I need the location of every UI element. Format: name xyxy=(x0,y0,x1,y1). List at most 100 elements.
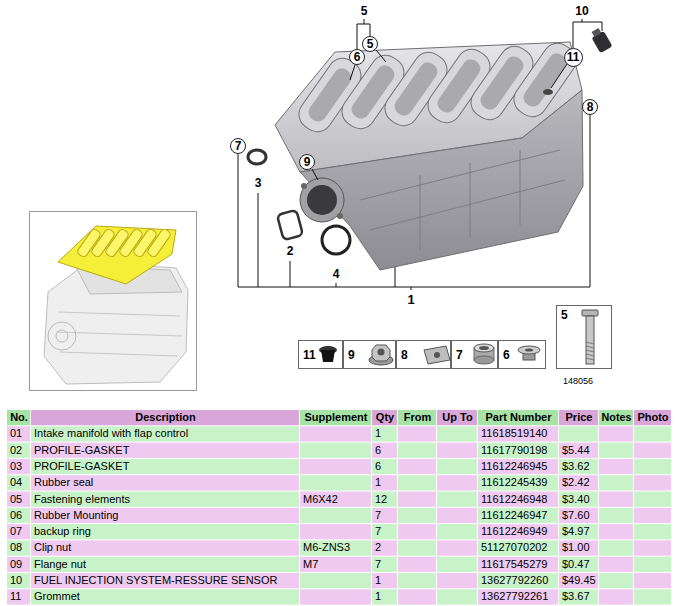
table-text: 11612246948 xyxy=(481,493,547,505)
table-cell-background xyxy=(7,589,30,604)
table-cell-background xyxy=(559,459,598,474)
table-cell: 11617790198 xyxy=(479,443,558,458)
leader-line xyxy=(350,65,355,80)
table-text: 11612246947 xyxy=(481,509,547,521)
table-text: Fastening elements xyxy=(34,493,130,505)
table-cell-background xyxy=(599,475,633,490)
table-cell-background xyxy=(31,508,299,523)
engine-thumbnail xyxy=(30,212,197,391)
table-cell-background xyxy=(559,557,598,572)
table-text: Notes xyxy=(602,411,632,423)
table-cell: PROFILE-GASKET xyxy=(32,443,299,458)
table-cell-background xyxy=(599,589,633,604)
table-cell-background xyxy=(599,557,633,572)
table-text: Clip nut xyxy=(34,541,71,553)
callout-number: 5 xyxy=(361,4,368,18)
table-text: $3.67 xyxy=(562,590,590,602)
table-cell-background xyxy=(599,410,633,425)
table-cell: $5.44 xyxy=(560,443,598,458)
table-cell-background xyxy=(7,540,30,555)
table-text: Description xyxy=(135,411,196,423)
table-cell: Grommet xyxy=(32,589,299,604)
table-cell: 13627792261 xyxy=(479,589,558,604)
table-cell-background xyxy=(559,508,598,523)
loose-parts xyxy=(248,150,350,254)
table-cell-background xyxy=(478,443,558,458)
table-cell: M6-ZNS3 xyxy=(301,540,371,555)
table-cell-background xyxy=(31,524,299,539)
table-cell: 12 xyxy=(373,492,397,507)
table-cell-background xyxy=(398,508,436,523)
callout-circle: 5 xyxy=(362,36,378,52)
table-text: M6-ZNS3 xyxy=(303,541,350,553)
table-cell-background xyxy=(634,557,671,572)
table-cell-background xyxy=(478,410,558,425)
table-cell: 06 xyxy=(8,508,30,523)
table-text: 03 xyxy=(10,460,22,472)
table-text: 12 xyxy=(375,493,387,505)
callout-number: 3 xyxy=(255,176,262,190)
table-text: 1 xyxy=(375,574,381,586)
leader-line xyxy=(411,287,412,290)
table-cell-background xyxy=(437,426,477,441)
leader-line xyxy=(364,19,365,24)
part-icons xyxy=(586,316,594,364)
part-icons xyxy=(378,349,385,356)
table-cell: Qty xyxy=(373,410,397,425)
table-cell-background xyxy=(31,589,299,604)
pressure-sensor xyxy=(592,28,602,37)
table-cell-background xyxy=(478,557,558,572)
table-cell-background xyxy=(478,459,558,474)
table-cell-background xyxy=(559,524,598,539)
callout-label: 5 xyxy=(361,5,368,17)
table-text: 51127070202 xyxy=(481,541,547,553)
table-cell: Supplement xyxy=(301,410,371,425)
table-text: 11618519140 xyxy=(481,427,547,439)
table-cell-background xyxy=(372,508,397,523)
table-text: PROFILE-GASKET xyxy=(34,460,129,472)
table-cell: $0.47 xyxy=(560,557,598,572)
part-cell-box: 6 xyxy=(498,340,546,369)
table-text: Photo xyxy=(637,411,668,423)
callout-number: 148056 xyxy=(563,376,593,386)
table-cell-background xyxy=(31,410,299,425)
table-cell-background xyxy=(31,492,299,507)
part-cell-box: 9 xyxy=(343,340,396,369)
table-text: M7 xyxy=(303,558,318,570)
table-text: $49.45 xyxy=(562,574,596,586)
table-cell-background xyxy=(7,426,30,441)
table-cell: 6 xyxy=(373,443,397,458)
table-text: 7 xyxy=(375,558,381,570)
table-cell: Clip nut xyxy=(32,540,299,555)
table-cell: Photo xyxy=(635,410,671,425)
table-text: 11612246949 xyxy=(481,525,547,537)
table-cell-background xyxy=(300,524,371,539)
table-text: 11612245439 xyxy=(481,476,547,488)
table-text: Rubber Mounting xyxy=(34,509,118,521)
leader-line xyxy=(312,169,318,180)
parts-table-grid xyxy=(7,410,671,605)
table-cell-background xyxy=(478,540,558,555)
part-cell-box: 11 xyxy=(298,340,343,369)
callout-label: 1 xyxy=(407,293,414,306)
table-text: No. xyxy=(10,411,28,423)
table-cell-background xyxy=(478,475,558,490)
callout-label: 4 xyxy=(333,268,340,280)
table-cell-background xyxy=(478,524,558,539)
intake-manifold xyxy=(520,50,569,109)
table-cell-background xyxy=(372,410,397,425)
table-cell-background xyxy=(398,557,436,572)
callout-number: 4 xyxy=(333,267,340,281)
callout-label: 10 xyxy=(575,5,588,17)
engine-thumbnail xyxy=(58,226,176,284)
callout-circle: 7 xyxy=(230,138,246,154)
table-text: Qty xyxy=(376,411,394,423)
table-text: Grommet xyxy=(34,590,80,602)
engine-thumbnail xyxy=(30,212,197,391)
pressure-sensor xyxy=(589,26,613,53)
table-cell: 51127070202 xyxy=(479,540,558,555)
table-cell: Up To xyxy=(438,410,477,425)
table-cell-background xyxy=(7,443,30,458)
table-cell-background xyxy=(437,573,477,588)
